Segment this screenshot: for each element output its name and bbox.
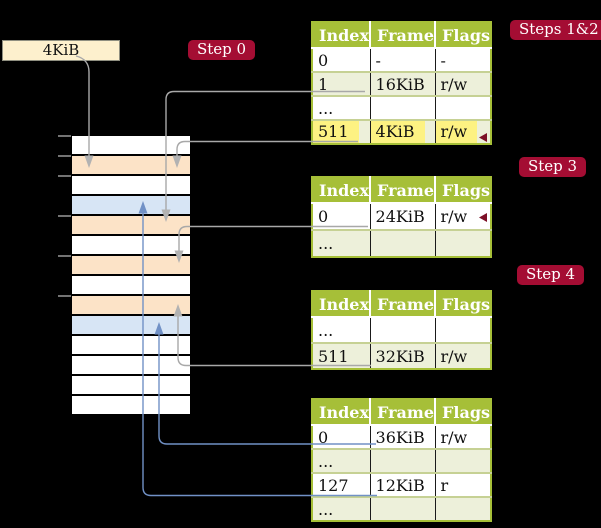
cell-frame: - bbox=[369, 48, 436, 72]
cell-frame bbox=[369, 229, 436, 257]
table-row: ... bbox=[312, 317, 492, 343]
cell-frame: 24KiB bbox=[369, 203, 436, 230]
table-row: ... bbox=[312, 448, 492, 473]
cell-index: 127 bbox=[312, 472, 371, 497]
cell-frame bbox=[369, 95, 436, 120]
col-header-frame: Frame bbox=[369, 177, 436, 204]
col-header-index: Index bbox=[312, 399, 371, 426]
cell-frame bbox=[369, 317, 436, 343]
memory-frame-row bbox=[72, 136, 190, 154]
page-table-3: Index Frame Flags ... 511 32KiB r/w bbox=[311, 290, 493, 370]
cell-flags: r/w bbox=[434, 119, 492, 144]
table-row: 1 16KiB r/w bbox=[312, 71, 492, 96]
cell-frame: 12KiB bbox=[369, 472, 436, 497]
memory-frame-row bbox=[72, 376, 190, 394]
col-header-flags: Flags bbox=[434, 177, 492, 204]
cell-index: 0 bbox=[318, 207, 329, 226]
page-table-1: Index Frame Flags 0 - - 1 16KiB r/w ... … bbox=[311, 21, 493, 145]
step-3-badge: Step 3 bbox=[519, 157, 587, 177]
arrow-pt1-entry511-to-frame-4kib bbox=[172, 140, 358, 168]
col-header-flags: Flags bbox=[434, 399, 492, 426]
memory-address-tick bbox=[58, 135, 71, 137]
memory-frame-row bbox=[72, 316, 190, 334]
cell-flags bbox=[434, 317, 492, 343]
memory-frame-row bbox=[72, 256, 190, 274]
cell-index: ... bbox=[312, 229, 371, 257]
cell-flags: r bbox=[434, 472, 492, 497]
cell-flags: r/w bbox=[434, 71, 492, 96]
highlighted-value: 4KiB bbox=[371, 122, 425, 143]
memory-address-tick bbox=[58, 175, 71, 177]
cell-index: 0 bbox=[318, 50, 329, 70]
cell-index: ... bbox=[312, 496, 371, 521]
cell-frame: 4KiB bbox=[369, 119, 436, 144]
step-0-badge: Step 0 bbox=[188, 40, 256, 60]
col-header-flags: Flags bbox=[434, 22, 492, 49]
cell-flags: r/w bbox=[434, 203, 492, 230]
memory-frame-row bbox=[72, 276, 190, 294]
table-row: 0 24KiB r/w bbox=[312, 203, 492, 230]
cell-flags bbox=[434, 496, 492, 521]
col-header-index: Index bbox=[312, 177, 371, 204]
cell-flags bbox=[434, 229, 492, 257]
table-row: 0 36KiB r/w bbox=[312, 425, 492, 449]
steps-1-2-badge: Steps 1&2 bbox=[510, 20, 601, 40]
cell-index: 0 bbox=[318, 427, 329, 447]
cell-frame bbox=[369, 448, 436, 473]
cell-flags: r/w bbox=[434, 425, 492, 449]
cell-index: ... bbox=[312, 448, 371, 473]
memory-frame-row bbox=[72, 216, 190, 234]
memory-frame-row bbox=[72, 156, 190, 174]
cell-index: 1 bbox=[312, 71, 371, 96]
cell-frame: 36KiB bbox=[369, 425, 436, 449]
memory-address-tick bbox=[58, 155, 71, 157]
cell-flags bbox=[434, 95, 492, 120]
col-header-frame: Frame bbox=[369, 291, 436, 318]
cell-flags: - bbox=[434, 48, 492, 72]
memory-frame-row bbox=[72, 336, 190, 354]
step-4-badge: Step 4 bbox=[517, 265, 585, 285]
table-row: 127 12KiB r bbox=[312, 472, 492, 497]
memory-address-tick bbox=[58, 215, 71, 217]
highlighted-value: r/w bbox=[436, 122, 478, 143]
table-row: ... bbox=[312, 95, 492, 120]
col-header-flags: Flags bbox=[434, 291, 492, 318]
col-header-frame: Frame bbox=[369, 399, 436, 426]
memory-address-tick bbox=[58, 295, 71, 297]
physical-memory-column bbox=[72, 136, 190, 416]
cell-flags bbox=[434, 448, 492, 473]
cell-index: 511 bbox=[312, 119, 371, 144]
memory-address-tick bbox=[58, 255, 71, 257]
cell-frame: 16KiB bbox=[369, 71, 436, 96]
root-frame-box: 4KiB bbox=[2, 40, 120, 61]
memory-frame-row bbox=[72, 356, 190, 374]
cell-flags: r/w bbox=[434, 342, 492, 369]
highlighted-value: 511 bbox=[313, 122, 359, 143]
page-table-4: Index Frame Flags 0 36KiB r/w ... 127 12… bbox=[311, 398, 493, 522]
table-row: ... bbox=[312, 496, 492, 521]
memory-frame-row bbox=[72, 396, 190, 414]
cell-frame: 32KiB bbox=[369, 342, 436, 369]
table-row: ... bbox=[312, 229, 492, 257]
col-header-index: Index bbox=[312, 22, 371, 49]
memory-frame-row bbox=[72, 236, 190, 254]
table-row: 511 32KiB r/w bbox=[312, 342, 492, 369]
cell-index: ... bbox=[318, 320, 334, 340]
col-header-index: Index bbox=[312, 291, 371, 318]
memory-frame-row bbox=[72, 296, 190, 314]
table-row: 0 - - bbox=[312, 48, 492, 72]
page-table-2: Index Frame Flags 0 24KiB r/w ... bbox=[311, 176, 493, 258]
cell-index: 511 bbox=[312, 342, 371, 369]
table-row-highlighted: 511 4KiB r/w bbox=[312, 119, 492, 144]
cell-index: ... bbox=[312, 95, 371, 120]
col-header-frame: Frame bbox=[369, 22, 436, 49]
memory-frame-row bbox=[72, 176, 190, 194]
cell-frame bbox=[369, 496, 436, 521]
memory-frame-row bbox=[72, 196, 190, 214]
